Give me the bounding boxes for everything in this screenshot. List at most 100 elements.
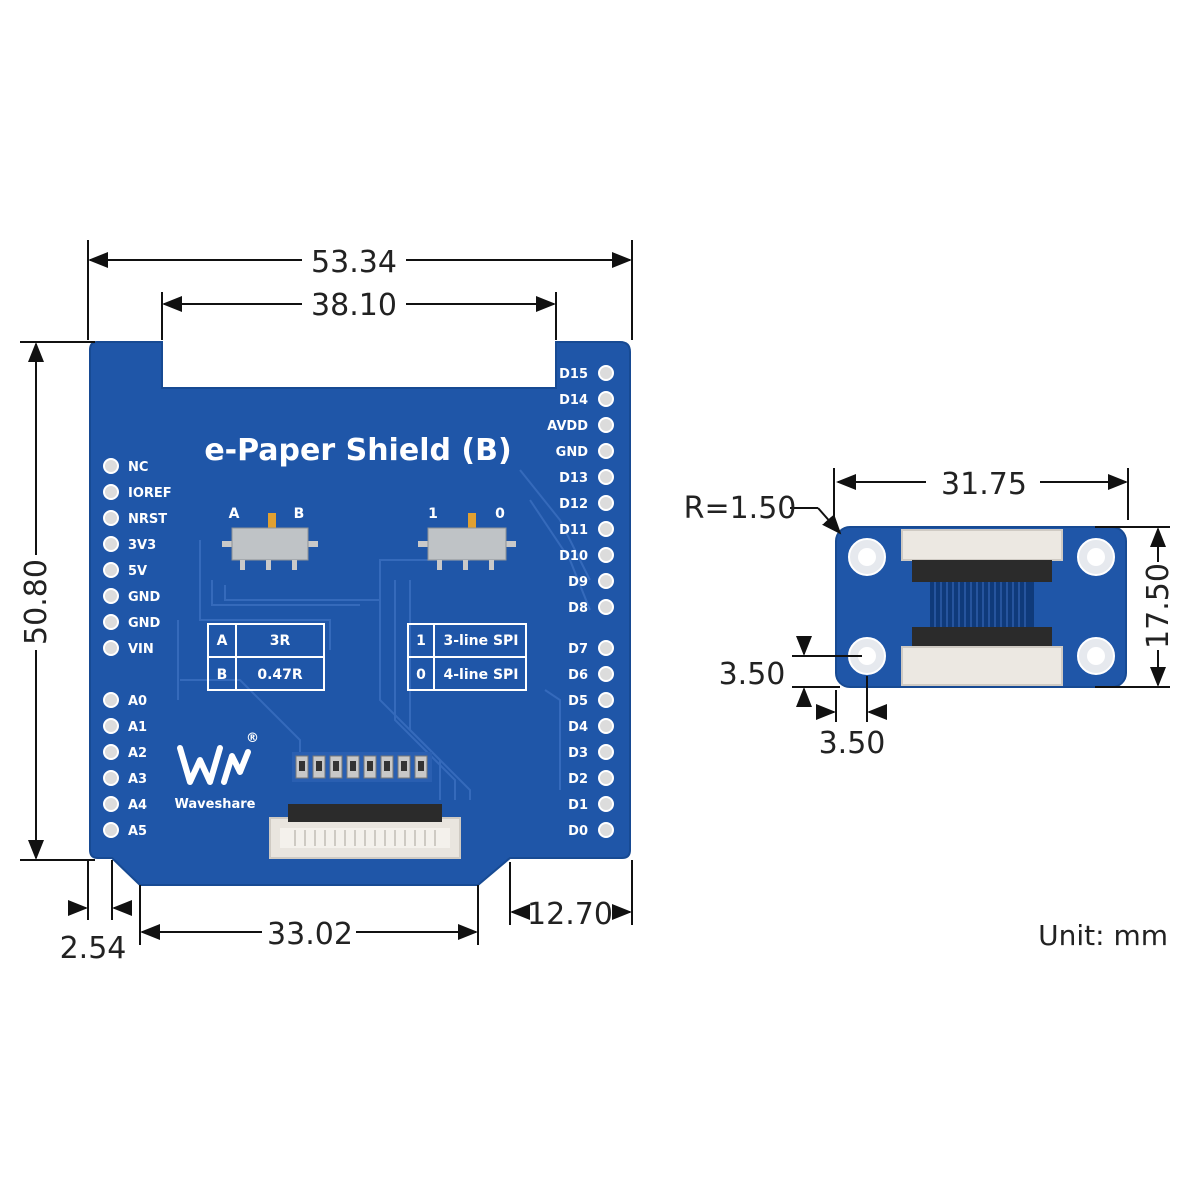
table-key: 0 bbox=[416, 667, 426, 683]
switch-label-1: 1 bbox=[428, 506, 438, 522]
right-pin: D1 bbox=[568, 796, 614, 813]
right-pin: GND bbox=[556, 443, 614, 460]
dim-radius: R=1.50 bbox=[684, 491, 797, 526]
dim-height-total: 50.80 bbox=[19, 559, 54, 645]
pin-label: D7 bbox=[568, 642, 588, 657]
pin-label: D5 bbox=[568, 694, 588, 709]
mounting-hole bbox=[1077, 538, 1115, 576]
pin-label: VIN bbox=[128, 642, 154, 657]
pin-label: D9 bbox=[568, 575, 588, 590]
brand-name: Waveshare bbox=[175, 797, 256, 812]
adapter-connector-bottom bbox=[901, 627, 1063, 686]
analog-pin: A5 bbox=[103, 822, 147, 839]
right-pin: D14 bbox=[559, 391, 614, 408]
analog-pin: A2 bbox=[103, 744, 147, 761]
dim-width-total: 53.34 bbox=[311, 245, 397, 280]
adapter-dimensions bbox=[790, 468, 1170, 722]
table-key: A bbox=[217, 633, 228, 649]
left-pin: NRST bbox=[103, 510, 167, 527]
slide-switch-left: A B bbox=[222, 506, 318, 570]
pin-label: D10 bbox=[559, 549, 588, 564]
right-pin: D5 bbox=[568, 692, 614, 709]
analog-pin: A3 bbox=[103, 770, 147, 787]
pin-label: GND bbox=[556, 445, 589, 460]
adapter-board bbox=[835, 526, 1127, 688]
analog-pin: A4 bbox=[103, 796, 147, 813]
pin-label: D8 bbox=[568, 601, 588, 616]
pin-label: D2 bbox=[568, 772, 588, 787]
right-pin: D15 bbox=[559, 365, 614, 382]
pin-label: D15 bbox=[559, 367, 588, 382]
adapter-connector-top bbox=[901, 529, 1063, 582]
pin-label: D11 bbox=[559, 523, 588, 538]
pin-label: 5V bbox=[128, 564, 147, 579]
logo-mark bbox=[177, 745, 251, 785]
adapter-traces bbox=[930, 582, 1034, 627]
right-pin: D6 bbox=[568, 666, 614, 683]
switch-label-b: B bbox=[294, 506, 305, 522]
right-pin: AVDD bbox=[547, 417, 614, 434]
pin-label: A4 bbox=[128, 798, 147, 813]
pin-label: GND bbox=[128, 616, 161, 631]
pin-label: NC bbox=[128, 460, 148, 475]
right-pin: D9 bbox=[568, 573, 614, 590]
dim-right-offset: 12.70 bbox=[527, 897, 613, 932]
right-pin: D4 bbox=[568, 718, 614, 735]
slide-switch-right: 1 0 bbox=[418, 506, 516, 570]
shield-pcb bbox=[89, 341, 631, 886]
pin-label: 3V3 bbox=[128, 538, 156, 553]
analog-pin: A0 bbox=[103, 692, 147, 709]
right-pin: D3 bbox=[568, 744, 614, 761]
pin-label: A5 bbox=[128, 824, 147, 839]
pin-label: D14 bbox=[559, 393, 588, 408]
pin-label: NRST bbox=[128, 512, 167, 527]
pin-label: A1 bbox=[128, 720, 147, 735]
table-value: 3R bbox=[270, 633, 291, 649]
switch-label-a: A bbox=[229, 506, 240, 522]
registered-mark: ® bbox=[246, 731, 259, 746]
pin-label: D12 bbox=[559, 497, 588, 512]
table-value: 3-line SPI bbox=[443, 633, 518, 649]
left-pin: GND bbox=[103, 588, 161, 605]
unit-label: Unit: mm bbox=[1038, 919, 1168, 952]
dim-bottom-span: 33.02 bbox=[267, 917, 353, 952]
pcb-traces bbox=[177, 469, 591, 800]
dim-width-inner: 38.10 bbox=[311, 288, 397, 323]
pin-label: A3 bbox=[128, 772, 147, 787]
pin-label: A2 bbox=[128, 746, 147, 761]
table-value: 4-line SPI bbox=[443, 667, 518, 683]
right-pin: D0 bbox=[568, 822, 614, 839]
right-pin: D7 bbox=[568, 640, 614, 657]
spi-mode-table: 1 3-line SPI 0 4-line SPI bbox=[407, 623, 527, 691]
analog-pin: A1 bbox=[103, 718, 147, 735]
table-value: 0.47R bbox=[257, 667, 303, 683]
switch-label-0: 0 bbox=[495, 506, 505, 522]
right-pin: D2 bbox=[568, 770, 614, 787]
right-pin: D12 bbox=[559, 495, 614, 512]
pin-label: D4 bbox=[568, 720, 588, 735]
pin-label: D3 bbox=[568, 746, 588, 761]
pin-label: D0 bbox=[568, 824, 588, 839]
analog-header: A0 A1 A2 A3 A4 A5 bbox=[103, 692, 147, 839]
dim-adapter-width: 31.75 bbox=[941, 467, 1027, 502]
pin-label: A0 bbox=[128, 694, 147, 709]
pin-label: D13 bbox=[559, 471, 588, 486]
dim-hole-offset-h: 3.50 bbox=[819, 726, 886, 761]
mounting-hole bbox=[848, 538, 886, 576]
main-dimensions bbox=[20, 240, 633, 945]
right-digital-header-top: D15 D14 AVDD GND D13 D12 D11 D10 D9 D8 bbox=[547, 365, 614, 616]
pin-label: AVDD bbox=[547, 419, 588, 434]
board-title: e-Paper Shield (B) bbox=[204, 433, 511, 468]
left-pin: NC bbox=[103, 458, 148, 475]
table-key: B bbox=[217, 667, 228, 683]
resistor-array bbox=[292, 752, 432, 782]
dim-adapter-height: 17.50 bbox=[1141, 563, 1176, 649]
left-pin: 3V3 bbox=[103, 536, 156, 553]
right-pin: D11 bbox=[559, 521, 614, 538]
resistor-table: A 3R B 0.47R bbox=[207, 623, 325, 691]
table-key: 1 bbox=[416, 633, 426, 649]
waveshare-logo: ® Waveshare bbox=[175, 731, 259, 812]
fpc-connector bbox=[269, 804, 461, 859]
dim-hole-offset-v: 3.50 bbox=[719, 657, 786, 692]
